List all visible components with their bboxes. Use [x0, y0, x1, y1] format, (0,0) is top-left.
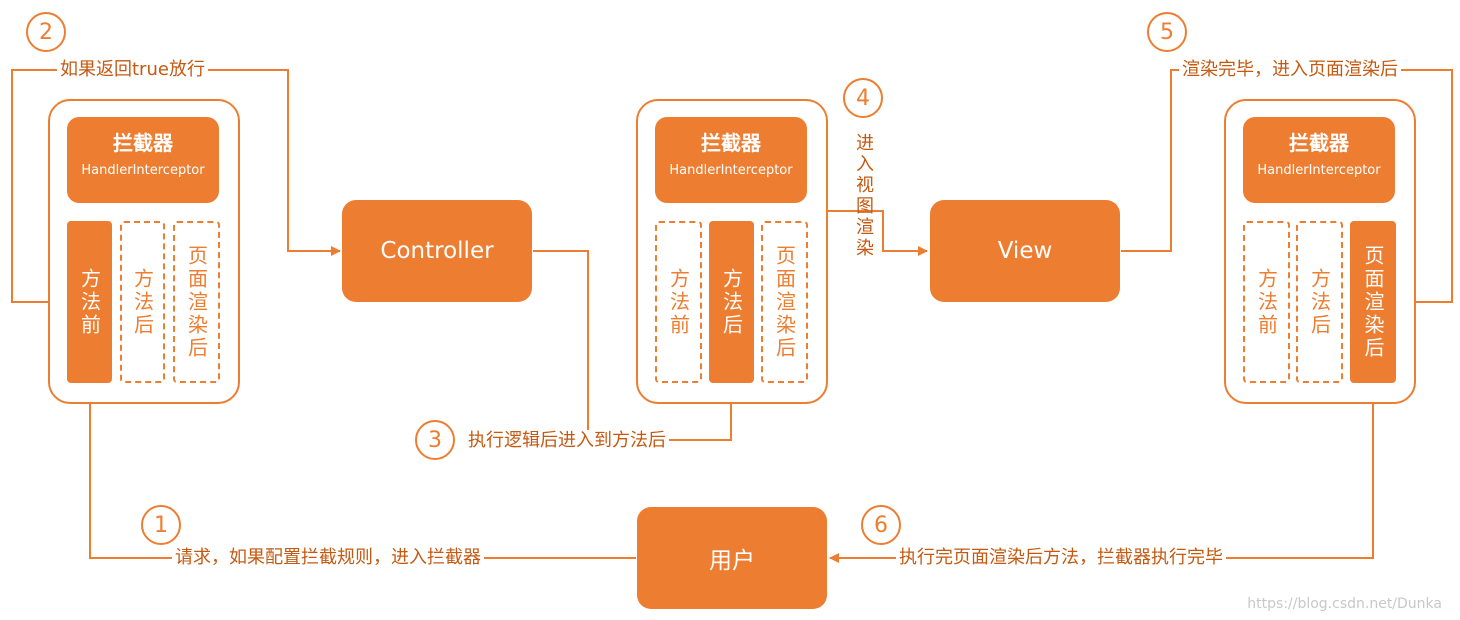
step-2-badge: 2 — [26, 12, 66, 52]
slot-pre-method: 方法前 — [1243, 221, 1290, 383]
step-5-label: 渲染完毕，进入页面渲染后 — [1179, 59, 1401, 81]
step-6-badge: 6 — [861, 505, 901, 545]
step-6-label: 执行完页面渲染后方法，拦截器执行完毕 — [896, 547, 1226, 569]
interceptor-header-1: 拦截器 HandlerInterceptor — [67, 117, 219, 203]
slot-pre-method: 方法前 — [655, 221, 702, 383]
step-4-label: 进入视图渲染 — [853, 133, 874, 259]
interceptor-title: 拦截器 — [701, 131, 761, 155]
slot-render-after-active: 页面渲染后 — [1350, 221, 1396, 383]
arrow-render-to-user — [829, 383, 1374, 563]
interceptor-header-2: 拦截器 HandlerInterceptor — [655, 117, 807, 203]
slot-post-method: 方法后 — [1296, 221, 1343, 383]
step-3-badge: 3 — [415, 420, 455, 460]
step-5-badge: 5 — [1147, 12, 1187, 52]
user-node: 用户 — [637, 507, 827, 609]
interceptor-title: 拦截器 — [1289, 131, 1349, 155]
step-1-label: 请求，如果配置拦截规则，进入拦截器 — [172, 547, 484, 569]
slot-render-after: 页面渲染后 — [173, 221, 220, 383]
interceptor-subtitle: HandlerInterceptor — [1257, 163, 1381, 178]
interceptor-header-3: 拦截器 HandlerInterceptor — [1243, 117, 1395, 203]
slot-post-method: 方法后 — [120, 221, 165, 383]
view-node: View — [930, 200, 1120, 302]
slot-pre-method-active: 方法前 — [67, 221, 112, 383]
interceptor-title: 拦截器 — [113, 131, 173, 155]
slot-render-after: 页面渲染后 — [761, 221, 808, 383]
interceptor-subtitle: HandlerInterceptor — [669, 163, 793, 178]
step-3-label: 执行逻辑后进入到方法后 — [465, 430, 669, 452]
watermark: https://blog.csdn.net/Dunka — [1247, 596, 1442, 612]
controller-node: Controller — [342, 200, 532, 302]
step-2-label: 如果返回true放行 — [57, 59, 208, 81]
step-4-badge: 4 — [843, 78, 883, 118]
slot-post-method-active: 方法后 — [709, 221, 754, 383]
interceptor-subtitle: HandlerInterceptor — [81, 163, 205, 178]
step-1-badge: 1 — [141, 505, 181, 545]
